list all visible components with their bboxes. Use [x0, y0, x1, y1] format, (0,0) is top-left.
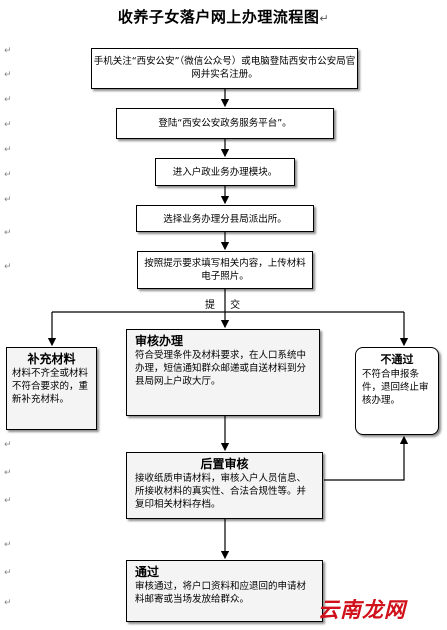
reject-box: 不通过 不符合申报条件，退回终止审核办理。 — [355, 347, 439, 435]
post-review-text: 接收纸质申请材料，审核入户人员信息、所接收材料的真实性、合法合规性等。并复印相关… — [135, 473, 307, 510]
supplement-title: 补充材料 — [27, 352, 76, 366]
paragraph-mark-9: ↵ — [4, 262, 12, 272]
paragraph-mark-14: ↵ — [4, 568, 12, 578]
paragraph-mark-3: ↵ — [4, 95, 12, 105]
step-enter-module: 进入户政业务办理模块。 — [155, 158, 295, 186]
paragraph-mark-7: ↵ — [4, 195, 12, 205]
step-module-text: 进入户政业务办理模块。 — [172, 167, 278, 178]
step-upload-text: 按照提示要求填写相关内容，上传材料电子照片。 — [144, 258, 306, 282]
paragraph-mark-15: ↵ — [4, 598, 12, 608]
pass-box: 通过 审核通过，将户口资料和应退回的申请材料邮寄或当场发放给群众。 — [126, 560, 323, 622]
step-register: 手机关注“西安公安”（微信公众号）或电脑登陆西安市公安局官网并实名注册。 — [91, 48, 358, 89]
post-review-title: 后置审核 — [200, 457, 249, 471]
title-text: 收养子女落户网上办理流程图 — [117, 8, 320, 26]
paragraph-mark-8: ↵ — [4, 228, 12, 238]
supplement-text: 材料不齐全或材料不符合要求的，重新补充材料。 — [12, 368, 89, 405]
step-register-text: 手机关注“西安公安”（微信公众号）或电脑登陆西安市公安局官网并实名注册。 — [93, 56, 356, 80]
step-login-text: 登陆“西安公安政务服务平台”。 — [158, 118, 292, 129]
paragraph-mark-1: ↵ — [4, 46, 12, 56]
review-text: 符合受理条件及材料要求，在人口系统中办理，短信通知群众邮递或自送材料到分县局网上… — [135, 350, 307, 387]
page-title: 收养子女落户网上办理流程图↵ — [0, 6, 447, 27]
review-title: 审核办理 — [135, 334, 184, 348]
pass-title: 通过 — [135, 565, 160, 579]
submit-label: 提 交 — [205, 300, 247, 311]
paragraph-mark-10: ↵ — [4, 440, 12, 450]
reject-text: 不符合申报条件，退回终止审核办理。 — [362, 369, 429, 406]
paragraph-mark-11: ↵ — [4, 468, 12, 478]
paragraph-mark-12: ↵ — [4, 496, 12, 506]
paragraph-mark-2: ↵ — [4, 70, 12, 80]
arrow-post-reject — [324, 435, 409, 481]
step-login-platform: 登陆“西安公安政务服务平台”。 — [116, 108, 334, 139]
paragraph-mark: ↵ — [319, 12, 330, 25]
watermark-logo: 云南龙网 — [318, 598, 406, 622]
post-review-box: 后置审核 接收纸质申请材料，审核入户人员信息、所接收材料的真实性、合法合规性等。… — [126, 452, 323, 519]
step-select-station: 选择业务办理分县局派出所。 — [136, 205, 314, 232]
review-box: 审核办理 符合受理条件及材料要求，在人口系统中办理，短信通知群众邮递或自送材料到… — [126, 329, 320, 416]
pass-text: 审核通过，将户口资料和应退回的申请材料邮寄或当场发放给群众。 — [135, 581, 307, 605]
supplement-box: 补充材料 材料不齐全或材料不符合要求的，重新补充材料。 — [6, 347, 97, 430]
paragraph-mark-6: ↵ — [4, 170, 12, 180]
reject-title: 不通过 — [380, 353, 414, 366]
paragraph-mark-5: ↵ — [4, 145, 12, 155]
step-fill-upload: 按照提示要求填写相关内容，上传材料电子照片。 — [137, 251, 313, 289]
paragraph-mark-4: ↵ — [4, 120, 12, 130]
step-station-text: 选择业务办理分县局派出所。 — [163, 214, 287, 225]
paragraph-mark-13: ↵ — [4, 540, 12, 550]
